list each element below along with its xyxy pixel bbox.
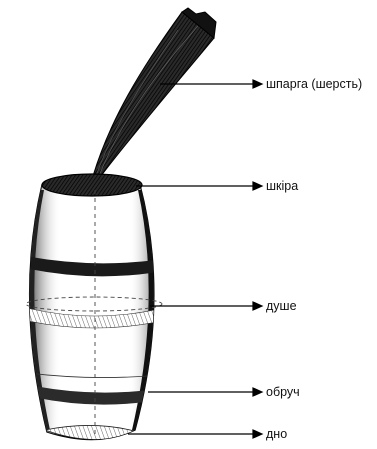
barrel-body [10, 170, 180, 449]
top-skin [42, 174, 142, 196]
label-fiber: шпарга (шерсть) [266, 77, 362, 91]
label-core: душе [266, 299, 297, 313]
label-skin: шкіра [266, 179, 298, 193]
label-bottom: дно [266, 427, 287, 441]
label-hoop: обруч [266, 385, 300, 399]
fiber-tuft [93, 8, 216, 176]
